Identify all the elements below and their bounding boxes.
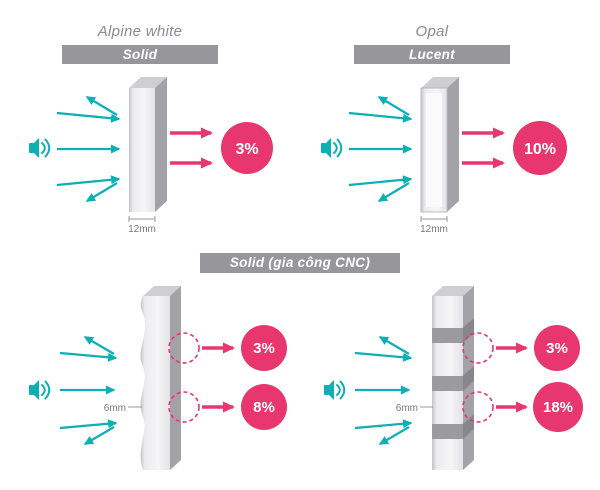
speaker-icon	[320, 137, 343, 159]
type-badge-label: Lucent	[409, 47, 455, 62]
reflected-arrow	[85, 182, 118, 202]
reflected-arrow	[83, 336, 115, 355]
reflected-arrow	[377, 182, 410, 202]
incident-sound-arrows	[59, 336, 118, 445]
measurement-spot	[462, 332, 494, 364]
thickness-label: 6mm	[104, 403, 126, 414]
reflected-arrow	[378, 426, 410, 445]
measurement-spot	[168, 332, 200, 364]
thickness-dimension: 12mm	[128, 216, 156, 235]
section-alpine-white-solid: Alpine white Solid 12mm 3%	[28, 23, 273, 235]
incident-sound-arrows	[56, 96, 121, 202]
panel-top-face	[432, 286, 474, 296]
percentage-badge	[534, 325, 580, 371]
percentage-badge	[221, 122, 273, 174]
transmitted-sound-arrows	[202, 342, 235, 413]
panel-groove	[432, 328, 463, 343]
reflected-arrow	[83, 426, 115, 445]
sound-arrow	[56, 175, 121, 187]
incident-sound-arrows	[348, 96, 413, 202]
percentage-value: 3%	[235, 141, 258, 158]
incident-sound-arrows	[354, 336, 413, 445]
panel-side-face	[447, 77, 459, 212]
section-opal-lucent: Opal Lucent 12mm 10%	[320, 23, 567, 235]
percentage-badge	[241, 384, 287, 430]
percentage-value: 8%	[253, 399, 275, 416]
transmitted-sound-arrows	[462, 127, 505, 169]
type-badge	[62, 45, 218, 64]
panel-top-face	[129, 77, 167, 88]
thickness-label: 12mm	[128, 224, 156, 235]
sound-arrow	[354, 419, 413, 430]
panel-groove-side	[463, 366, 474, 391]
material-title: Alpine white	[97, 23, 182, 40]
section-cnc-wavy: 6mm 3% 8%	[28, 286, 287, 470]
material-title: Opal	[416, 23, 449, 40]
reflected-arrow	[85, 96, 118, 116]
reflected-arrow	[378, 336, 410, 355]
thickness-label: 6mm	[396, 403, 418, 414]
speaker-icon	[323, 379, 346, 401]
type-badge-label: Solid	[123, 47, 158, 62]
percentage-value: 3%	[253, 340, 275, 357]
thickness-dimension: 6mm	[104, 403, 142, 414]
panel-front-face-wavy	[140, 296, 170, 470]
sound-arrow	[354, 351, 413, 362]
reflected-arrow	[377, 96, 410, 116]
cnc-grooved-panel	[432, 286, 474, 470]
measurement-spot	[462, 391, 494, 423]
lucent-panel	[420, 77, 459, 213]
sound-arrow	[59, 351, 118, 362]
panel-top-face	[421, 77, 459, 88]
sound-arrow	[348, 175, 413, 187]
panel-groove-side	[463, 318, 474, 343]
percentage-badge	[241, 325, 287, 371]
section-cnc-header: Solid (gia công CNC)	[200, 253, 400, 273]
transmitted-sound-arrows	[496, 342, 528, 413]
section-cnc-grooved: 6mm 3% 18%	[323, 286, 583, 470]
percentage-value: 3%	[546, 340, 568, 357]
type-badge	[200, 253, 400, 273]
sound-arrow	[56, 111, 121, 123]
speaker-icon	[28, 379, 51, 401]
panel-side-face	[170, 286, 181, 470]
measurement-spot	[168, 391, 200, 423]
speaker-icon	[28, 137, 51, 159]
panel-top-face	[143, 286, 181, 296]
percentage-badge	[533, 382, 583, 432]
percentage-value: 10%	[524, 141, 556, 158]
panel-side-face	[155, 77, 167, 212]
percentage-value: 18%	[543, 399, 573, 416]
thickness-dimension: 12mm	[420, 216, 448, 235]
type-badge	[354, 45, 510, 64]
panel-groove	[432, 424, 463, 439]
thickness-label: 12mm	[420, 224, 448, 235]
cnc-wavy-panel	[140, 286, 181, 470]
type-badge-label: Solid (gia công CNC)	[230, 255, 370, 270]
panel-front-face	[129, 88, 155, 212]
sound-arrow	[59, 419, 118, 430]
percentage-badge	[513, 121, 567, 175]
sound-arrow	[348, 111, 413, 123]
panel-groove	[432, 376, 463, 391]
thickness-dimension: 6mm	[396, 403, 433, 414]
panel-translucent-core	[426, 93, 442, 207]
transmitted-sound-arrows	[170, 127, 213, 169]
solid-panel	[129, 77, 167, 212]
